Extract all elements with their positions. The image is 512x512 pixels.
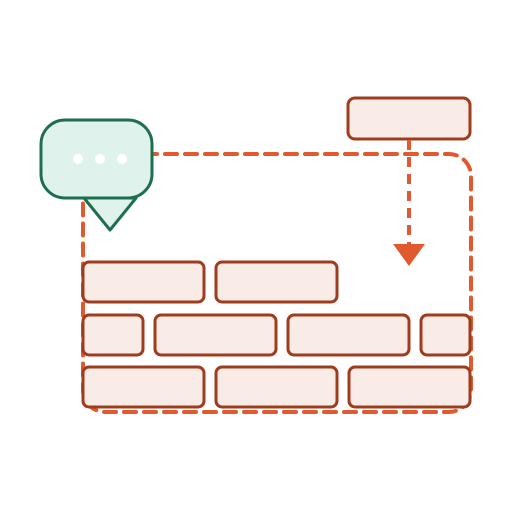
brick: [214, 365, 339, 409]
typing-dot: [95, 154, 105, 164]
typing-dot: [117, 154, 127, 164]
brick-wall: [81, 260, 472, 409]
arrow-down-icon: [393, 244, 425, 266]
typing-dot: [73, 154, 83, 164]
brick: [81, 260, 206, 304]
speech-bubble-tail: [82, 196, 138, 232]
brick: [347, 365, 472, 409]
brick: [214, 260, 339, 304]
brick: [81, 313, 145, 357]
brick: [153, 313, 278, 357]
ellipsis-icon: [73, 154, 127, 164]
speech-bubble-icon: [39, 118, 154, 232]
brick: [286, 313, 411, 357]
incoming-brick: [346, 96, 472, 141]
brick: [419, 313, 472, 357]
brick: [81, 365, 206, 409]
